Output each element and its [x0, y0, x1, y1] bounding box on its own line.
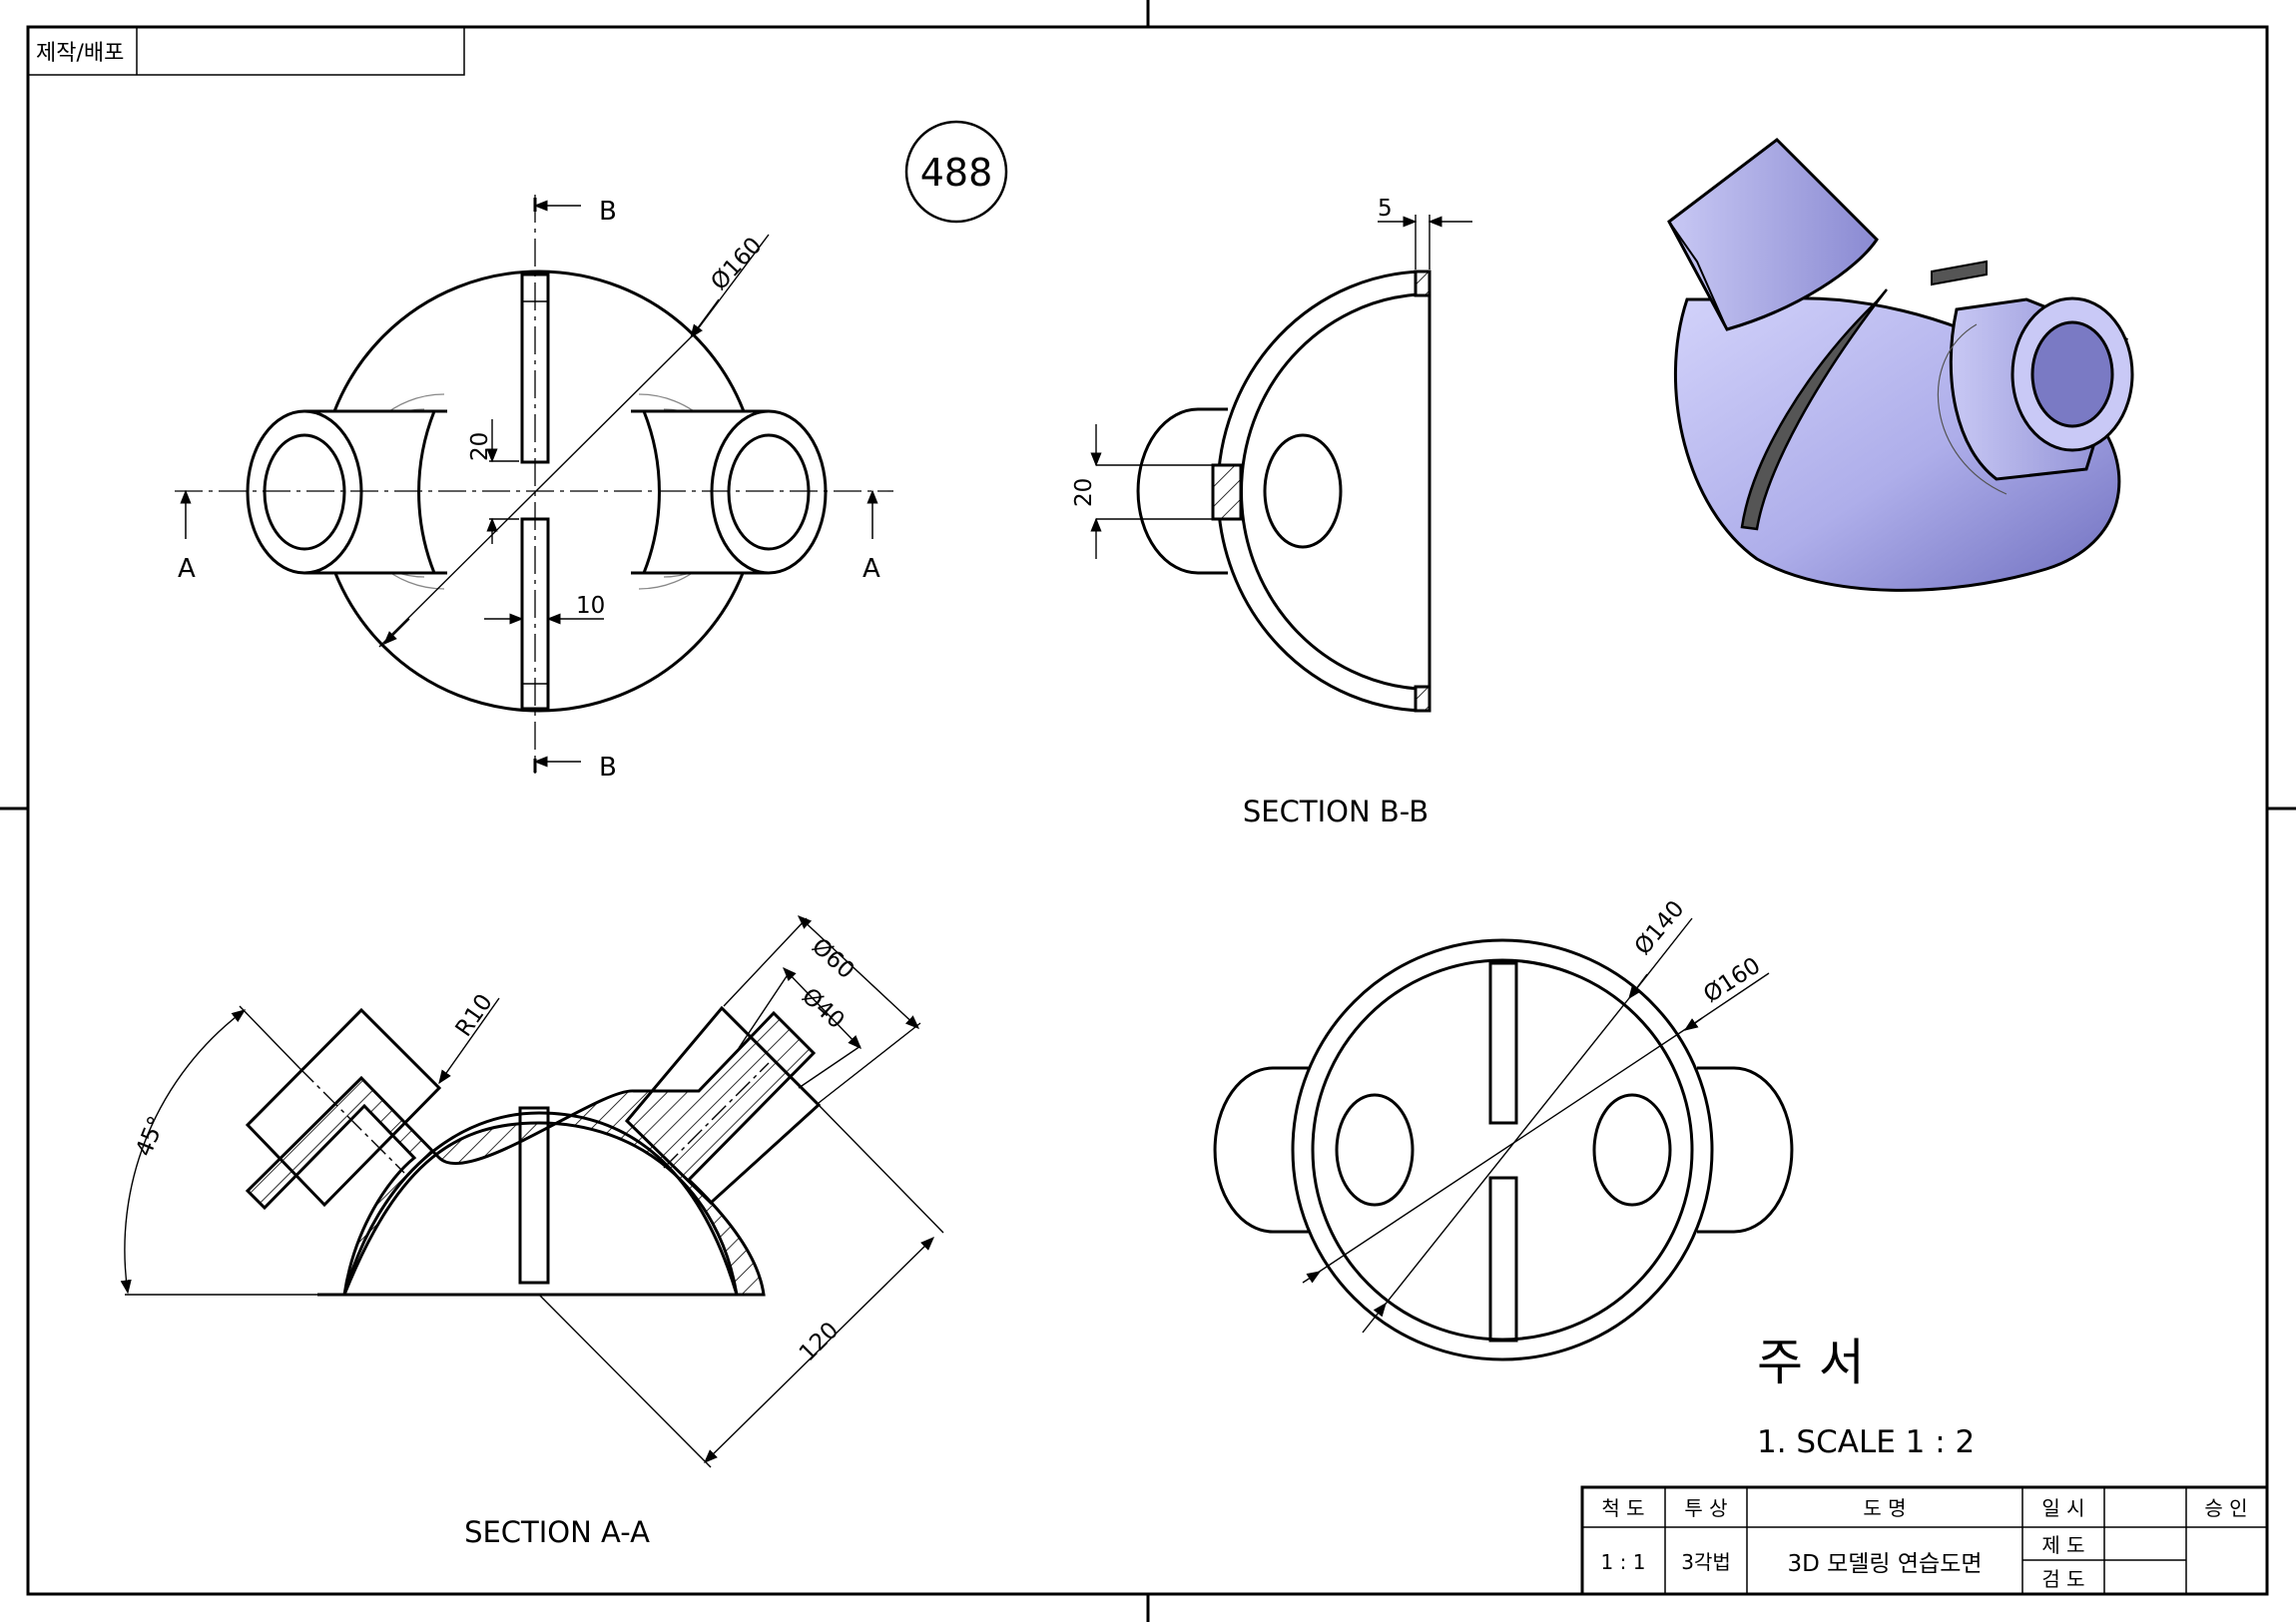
section-aa-title: SECTION A-A — [464, 1515, 650, 1549]
tb-projection-value: 3각법 — [1681, 1550, 1731, 1574]
tb-date-header: 일 시 — [2041, 1496, 2084, 1520]
top-view: Ø140 Ø160 — [1213, 896, 1794, 1361]
section-bb-title: SECTION B-B — [1243, 795, 1429, 828]
isometric-view — [1667, 138, 2134, 592]
dim-aa-radius: R10 — [451, 989, 498, 1041]
notes-title: 주 서 — [1757, 1334, 1865, 1391]
tb-approve-header: 승 인 — [2204, 1496, 2247, 1520]
section-aa-view: 45° R10 Ø60 Ø40 120 SECTION A-A — [120, 915, 944, 1549]
cut-label-a-left: A — [178, 554, 196, 584]
dim-top-outer: Ø160 — [1699, 952, 1765, 1008]
cut-label-b-top: B — [599, 197, 617, 227]
section-bb-view: 5 20 SECTION B-B — [1071, 196, 1472, 828]
cut-label-a-right: A — [862, 554, 880, 584]
dim-aa-length: 120 — [795, 1318, 844, 1366]
title-block: 척 도 투 상 도 명 일 시 승 인 1 : 1 3각법 3D 모델링 연습도… — [1580, 1485, 2269, 1596]
left-boss — [246, 409, 447, 575]
tb-projection-header: 투 상 — [1684, 1496, 1727, 1520]
dim-aa-angle: 45° — [131, 1113, 170, 1161]
tb-checked-label: 검 도 — [2041, 1567, 2084, 1591]
cut-label-b-bottom: B — [599, 753, 617, 783]
dim-top-inner: Ø140 — [1630, 896, 1690, 960]
dim-front-slot-gap: 20 — [467, 432, 493, 461]
dim-front-diameter: Ø160 — [706, 233, 767, 295]
dim-aa-outer: Ø60 — [807, 933, 860, 984]
notes-scale: 1. SCALE 1 : 2 — [1757, 1424, 1975, 1460]
dim-front-slot-width: 10 — [576, 593, 605, 619]
notes-block: 주 서 1. SCALE 1 : 2 — [1757, 1334, 1975, 1460]
drawing-number: 488 — [920, 151, 993, 195]
tb-scale-header: 척 도 — [1601, 1496, 1644, 1520]
dim-bb-height: 20 — [1071, 478, 1097, 507]
right-boss — [631, 409, 828, 575]
tb-drawn-label: 제 도 — [2041, 1533, 2084, 1557]
production-box: 제작/배포 — [27, 26, 465, 76]
tb-drawing-name: 3D 모델링 연습도면 — [1787, 1551, 1982, 1577]
tb-scale-value: 1 : 1 — [1601, 1550, 1646, 1574]
production-label: 제작/배포 — [36, 41, 124, 66]
front-view: B B A A Ø160 20 10 — [175, 195, 893, 783]
dim-aa-inner: Ø40 — [797, 983, 850, 1034]
drawing-number-balloon: 488 — [904, 120, 1008, 224]
dim-bb-wall: 5 — [1378, 196, 1393, 222]
tb-name-header: 도 명 — [1863, 1496, 1906, 1520]
